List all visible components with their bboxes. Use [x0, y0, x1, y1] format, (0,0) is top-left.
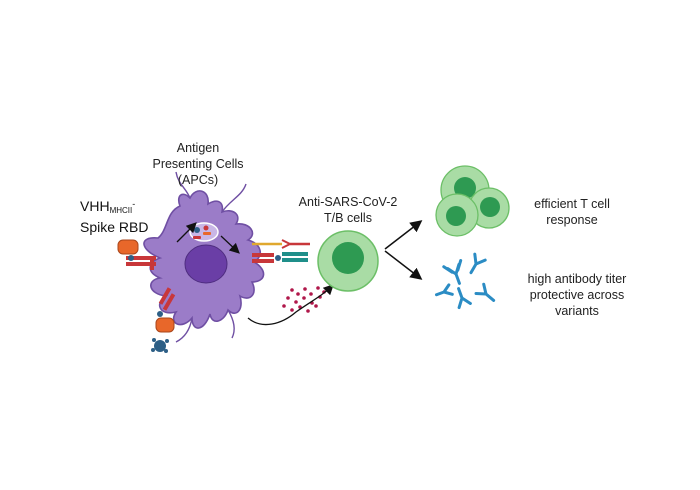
- tcell-response-label: efficient T cell response: [522, 196, 622, 228]
- antibody-label: high antibody titer protective across va…: [512, 271, 642, 319]
- tb-label-line2: T/B cells: [324, 211, 372, 225]
- vhh-mhcii-complex-bottom: [155, 287, 176, 333]
- spike-rbd-label: Spike RBD: [80, 219, 149, 235]
- antibody-label-line3: variants: [555, 304, 599, 318]
- vhh-main: VHH: [80, 198, 110, 214]
- secretion-arrow: [247, 284, 334, 326]
- antibody-label-line1: high antibody titer: [527, 272, 627, 286]
- virus-particle-bottom: [151, 338, 169, 353]
- antibody-icon: [469, 252, 487, 275]
- apc-label-line2: Presenting Cells: [152, 157, 244, 171]
- tcell-label-line2: response: [546, 213, 598, 227]
- antibody-group: [434, 252, 496, 310]
- antibody-icon: [442, 259, 463, 285]
- vhh-label: VHHMHCII- Spike RBD: [80, 196, 200, 236]
- apc-label-line3: (APCs): [177, 173, 219, 187]
- tb-label-line1: Anti-SARS-CoV-2: [298, 195, 398, 209]
- apc-nucleus: [184, 244, 228, 284]
- tb-label: Anti-SARS-CoV-2 T/B cells: [288, 194, 408, 226]
- tcell-label-line1: efficient T cell: [534, 197, 610, 211]
- vhh-label-line1: VHHMHCII-: [80, 196, 200, 219]
- immune-synapse: [252, 239, 310, 263]
- vhh-superscript: -: [132, 199, 136, 209]
- vhh-subscript: MHCII: [109, 206, 133, 215]
- tb-cell: [317, 230, 379, 292]
- apc-label: Antigen Presenting Cells (APCs): [143, 140, 253, 188]
- antibody-icon: [434, 283, 454, 297]
- antibody-icon: [457, 287, 472, 310]
- antibody-icon: [474, 282, 496, 302]
- branch-arrow-down: [384, 250, 423, 280]
- cytokine-dots: [282, 286, 326, 313]
- branch-arrow-up: [384, 220, 423, 250]
- apc-label-line1: Antigen: [176, 141, 220, 155]
- presentation-arrow: [220, 235, 240, 254]
- vhh-mhcii-complex-left: [117, 239, 156, 270]
- antibody-label-line2: protective across: [529, 288, 625, 302]
- uptake-arrow: [176, 222, 197, 243]
- t-cell-cluster: [435, 165, 510, 237]
